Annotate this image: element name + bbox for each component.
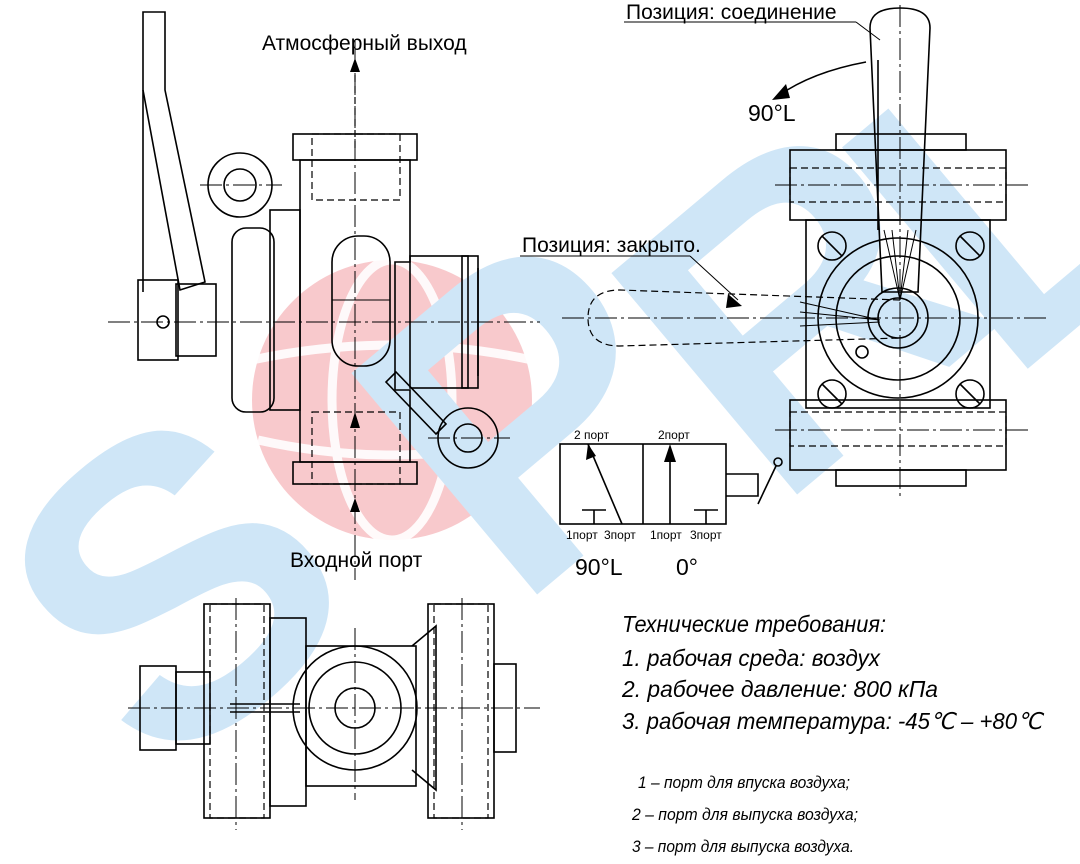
schematic-angle-left: 90°L	[575, 554, 623, 580]
front-view	[108, 11, 540, 580]
position-connected-label: Позиция: соединение	[626, 1, 837, 24]
port-note-1: 1 – порт для впуска воздуха;	[638, 773, 850, 792]
schematic-port-3b: 3порт	[690, 528, 722, 542]
valve-schematic	[559, 443, 783, 525]
side-view	[520, 5, 1050, 500]
angle-90-right-label: 90°L	[748, 100, 796, 126]
position-closed-label: Позиция: закрыто.	[522, 234, 701, 257]
requirement-3: 3. рабочая температура: -45℃ – +80℃	[622, 708, 1045, 734]
requirement-1: 1. рабочая среда: воздух	[622, 645, 881, 671]
schematic-port2-left: 2 порт	[574, 428, 610, 442]
atmospheric-outlet-label: Атмосферный выход	[262, 32, 467, 55]
requirements-block: Технические требования: 1. рабочая среда…	[621, 611, 1045, 734]
requirement-2: 2. рабочее давление: 800 кПа	[621, 676, 938, 702]
schematic-port-3a: 3порт	[604, 528, 636, 542]
schematic-port-1b: 1порт	[650, 528, 682, 542]
port-notes: 1 – порт для впуска воздуха; 2 – порт дл…	[631, 773, 858, 856]
inlet-port-label: Входной порт	[290, 549, 423, 572]
schematic-angle-right: 0°	[676, 554, 698, 580]
schematic-port2-right: 2порт	[658, 428, 690, 442]
schematic-port-1a: 1порт	[566, 528, 598, 542]
bottom-view	[128, 598, 540, 830]
requirements-title: Технические требования:	[622, 611, 886, 637]
port-note-3: 3 – порт для выпуска воздуха.	[632, 837, 854, 856]
port-note-2: 2 – порт для выпуска воздуха;	[631, 805, 858, 824]
